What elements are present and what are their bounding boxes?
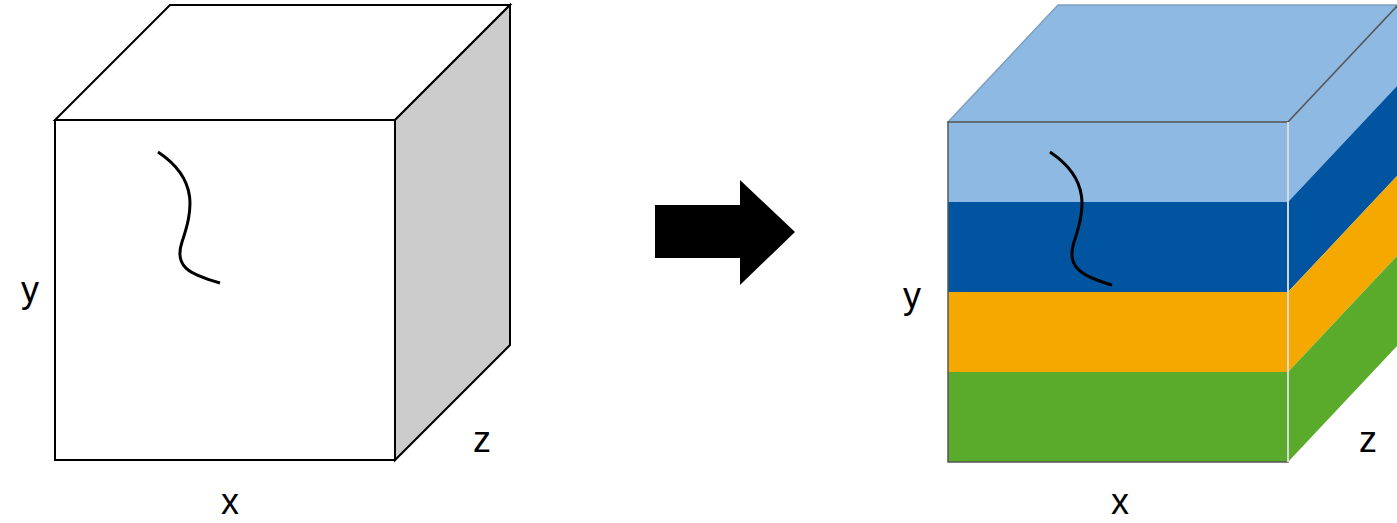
- layer: [948, 292, 1288, 372]
- axis-label: z: [473, 422, 491, 458]
- axis-label: x: [1111, 484, 1129, 520]
- layer: [948, 372, 1288, 462]
- axis-label: y: [21, 272, 39, 308]
- layer: [948, 202, 1288, 292]
- layer-side: [1288, 255, 1397, 462]
- cube-front: [948, 122, 1288, 462]
- axis-label: x: [221, 484, 239, 520]
- cube-edge: [1287, 122, 1289, 462]
- cube-edge: [1288, 5, 1397, 122]
- cube-front: [55, 120, 395, 460]
- axis-label: z: [1359, 422, 1377, 458]
- cube-side: [395, 5, 510, 460]
- axis-label: y: [903, 278, 921, 314]
- curve: [1050, 152, 1112, 285]
- layer: [948, 122, 1288, 202]
- curve: [158, 152, 220, 283]
- block-arrow: [655, 180, 795, 285]
